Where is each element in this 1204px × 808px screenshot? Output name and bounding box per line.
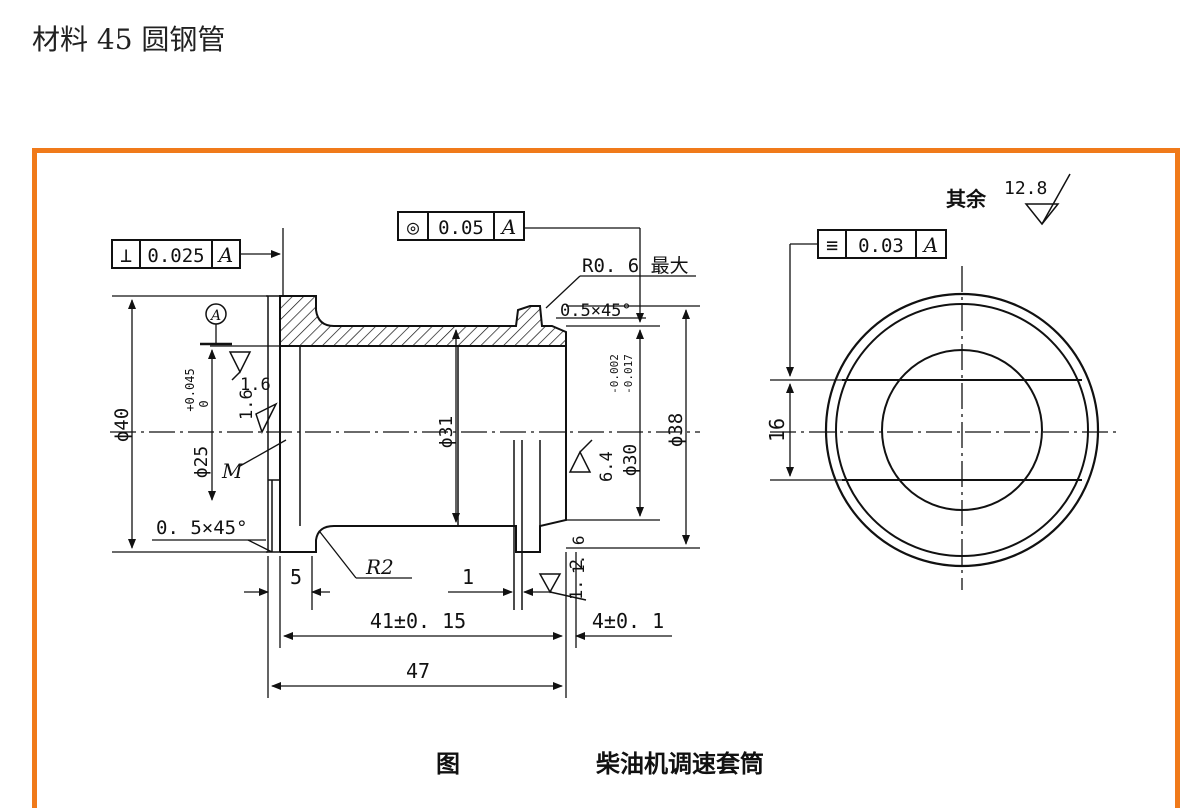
- fcf-conc-datum: A: [500, 215, 516, 239]
- dim-47: 47: [406, 659, 430, 683]
- concentricity-icon: ◎: [407, 215, 419, 239]
- upper-wall-hatch: [279, 295, 567, 347]
- fcf-concentricity: ◎ 0.05 A: [397, 211, 525, 241]
- figure-title: 柴油机调速套筒: [595, 750, 764, 778]
- chamfer-bottom-label: 0. 5×45°: [156, 517, 248, 539]
- dim-d30: ϕ30: [620, 444, 641, 477]
- fcf-perpendicularity: ⊥ 0.025 A: [111, 239, 241, 269]
- front-labels: A R0. 6 最大 0.5×45° 0. 5×45° ϕ40 ϕ25 +0.0…: [111, 255, 689, 683]
- dim-1: 1: [462, 565, 474, 589]
- dim-d31: ϕ31: [436, 416, 457, 449]
- dim-5: 5: [290, 565, 302, 589]
- chamfer-top-label: 0.5×45°: [560, 301, 632, 321]
- front-dims: [112, 227, 700, 698]
- roughness-value-a: 1.6: [240, 375, 271, 395]
- drawing-frame: [32, 148, 1180, 808]
- side-view: [770, 173, 1116, 590]
- dim-d25-tol-lower: 0: [197, 400, 211, 407]
- perpendicularity-icon: ⊥: [120, 243, 132, 267]
- fcf-perp-value: 0.025: [147, 245, 204, 267]
- dim-16: 16: [765, 418, 789, 442]
- material-note: 材料 45 圆钢管: [32, 23, 226, 56]
- dim-d40: ϕ40: [111, 408, 133, 442]
- symmetry-icon: ≡: [826, 233, 838, 257]
- lower-profile: [280, 346, 567, 553]
- side-labels: 16 其余 12.8: [765, 178, 1047, 442]
- r2-label: R2: [365, 555, 394, 579]
- datum-a-label: A: [209, 308, 221, 324]
- fcf-symmetry: ≡ 0.03 A: [817, 229, 947, 259]
- fcf-sym-value: 0.03: [858, 235, 904, 257]
- roughness-symbols: [228, 351, 593, 601]
- radius-max-label: R0. 6 最大: [582, 255, 689, 277]
- roughness-value-12: 1. 2: [567, 559, 587, 600]
- dim-d25-tol-upper: +0.045: [183, 368, 197, 411]
- dim-4: 4±0. 1: [592, 609, 664, 633]
- surface-rest-value: 12.8: [1004, 178, 1047, 199]
- dim-d38: ϕ38: [665, 413, 687, 447]
- fcf-conc-value: 0.05: [438, 217, 484, 239]
- fcf-perp-datum: A: [217, 243, 233, 267]
- figure-label: 图: [436, 750, 460, 778]
- fcf-sym-datum: A: [922, 233, 938, 257]
- dim-d30-tol-upper: -0.002: [608, 354, 621, 394]
- roughness-value-b: 1.6: [237, 389, 257, 420]
- roughness-value-16c: 1. 6: [569, 535, 588, 574]
- m-label: M: [221, 459, 243, 483]
- surface-rest-label: 其余: [946, 187, 987, 211]
- roughness-value-64: 6.4: [597, 451, 617, 482]
- datum-a-circle: [205, 303, 227, 325]
- engineering-drawing: ⊥ 0.025 A ◎ 0.05 A ≡ 0.03 A A R0. 6 最大 0…: [110, 173, 1116, 778]
- dim-d30-tol-lower: -0.017: [622, 354, 635, 394]
- front-view: [266, 295, 567, 610]
- dim-41: 41±0. 15: [370, 609, 466, 633]
- dim-d25: ϕ25: [191, 446, 212, 479]
